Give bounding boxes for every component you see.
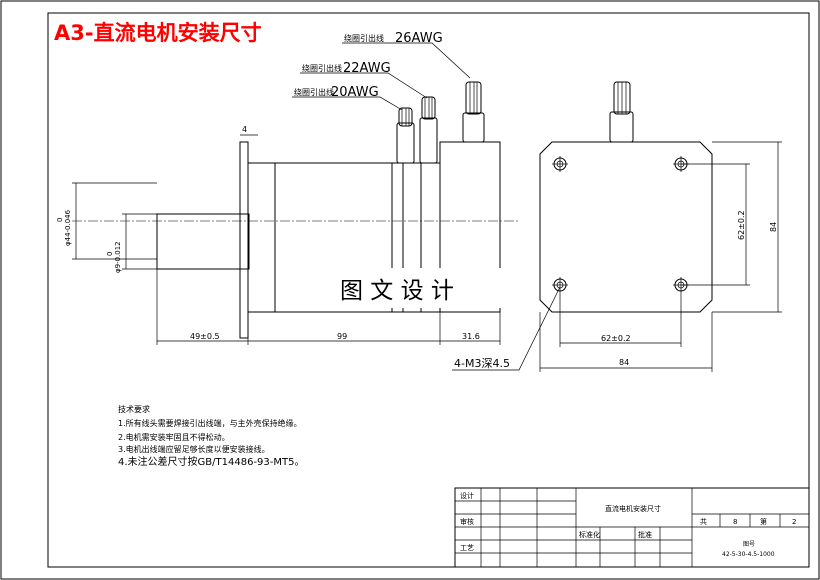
dim-shaft-diameter-upper: 0	[56, 218, 64, 222]
dim-hole-spacing-horizontal: 62±0.2	[601, 334, 631, 343]
mount-hole-tl	[552, 156, 568, 172]
watermark: 图 文 设 计	[340, 278, 454, 304]
dim-rear-length: 31.6	[462, 332, 480, 341]
tb-sheet-label: 第	[760, 517, 767, 526]
dim-shaft-diameter-2-upper: 0	[106, 252, 114, 256]
mount-hole-bl	[552, 277, 568, 293]
dim-body-length: 99	[337, 332, 347, 341]
notes-heading: 技术要求	[118, 404, 150, 414]
tb-sheet-number: 2	[792, 518, 796, 526]
drawing-title: A3-直流电机安装尺寸	[54, 21, 262, 45]
lead-label-1: 绕圈引出线	[344, 33, 384, 43]
dim-shaft-length: 49±0.5	[190, 332, 220, 341]
watermark-box	[318, 268, 502, 308]
dim-flange-thickness: 4	[242, 125, 247, 134]
note-3: 3.电机出线端应留足够长度以便安装接线。	[118, 444, 270, 454]
dim-width-vertical: 84	[769, 222, 778, 232]
drawing-frame	[47, 12, 810, 568]
hole-callout: 4-M3深4.5	[454, 357, 510, 370]
lead-wire-26awg	[462, 81, 485, 143]
tb-check: 审核	[460, 517, 474, 526]
front-view	[452, 81, 782, 372]
dim-shaft-diameter-2: φ9-0.012	[114, 241, 122, 273]
tb-total-count: 8	[733, 518, 737, 526]
dim-shaft-diameter: φ44-0.046	[64, 209, 72, 246]
tb-drawing-name: 直流电机安装尺寸	[605, 504, 661, 513]
tb-approve: 批准	[638, 530, 652, 539]
tb-total-label: 共	[700, 517, 707, 526]
lead-gauge-3: 20AWG	[331, 85, 379, 100]
dim-width-horizontal: 84	[619, 358, 629, 367]
tb-standardization: 标准化	[579, 530, 600, 539]
technical-notes: 技术要求 1.所有线头需要焊接引出线端，与主外壳保持绝缘。 2.电机需安装牢固且…	[118, 404, 304, 468]
tb-process: 工艺	[460, 544, 474, 552]
lead-label-2: 绕圈引出线	[302, 63, 342, 73]
lead-gauge-1: 26AWG	[395, 31, 443, 46]
lead-wire-20awg	[396, 107, 415, 164]
note-4: 4.未注公差尺寸按GB/T14486-93-MT5。	[118, 455, 304, 468]
note-1: 1.所有线头需要焊接引出线端，与主外壳保持绝缘。	[118, 418, 302, 428]
tb-code: 42-5-30-4.5-1000	[722, 551, 775, 558]
note-2: 2.电机需安装牢固且不得松动。	[118, 432, 230, 442]
lead-wire-22awg	[419, 96, 438, 164]
dim-hole-spacing-vertical: 62±0.2	[737, 210, 746, 240]
lead-gauge-2: 22AWG	[343, 61, 391, 76]
title-block	[454, 487, 810, 568]
tb-design: 设计	[460, 491, 474, 500]
tb-code-label: 图号	[743, 541, 755, 548]
lead-label-3: 绕圈引出线	[294, 87, 334, 97]
